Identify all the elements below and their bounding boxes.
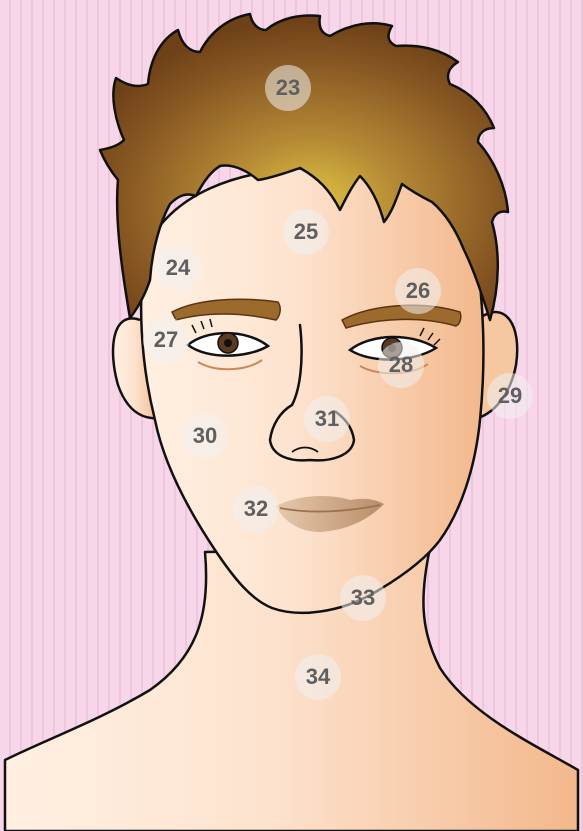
marker-23: 23 (265, 65, 311, 111)
marker-29-label: 29 (498, 383, 522, 409)
marker-32-label: 32 (244, 496, 268, 522)
marker-29: 29 (487, 373, 533, 419)
marker-28: 28 (378, 342, 424, 388)
marker-27: 27 (143, 317, 189, 363)
marker-26: 26 (395, 268, 441, 314)
marker-31: 31 (304, 396, 350, 442)
marker-24: 24 (155, 245, 201, 291)
marker-26-label: 26 (406, 278, 430, 304)
marker-34: 34 (295, 654, 341, 700)
marker-28-label: 28 (389, 352, 413, 378)
marker-30: 30 (182, 413, 228, 459)
marker-32: 32 (233, 486, 279, 532)
marker-27-label: 27 (154, 327, 178, 353)
marker-25: 25 (283, 209, 329, 255)
marker-30-label: 30 (193, 423, 217, 449)
marker-34-label: 34 (306, 664, 330, 690)
marker-31-label: 31 (315, 406, 339, 432)
marker-33-label: 33 (351, 585, 375, 611)
marker-23-label: 23 (276, 75, 300, 101)
marker-33: 33 (340, 575, 386, 621)
marker-25-label: 25 (294, 219, 318, 245)
marker-24-label: 24 (166, 255, 190, 281)
